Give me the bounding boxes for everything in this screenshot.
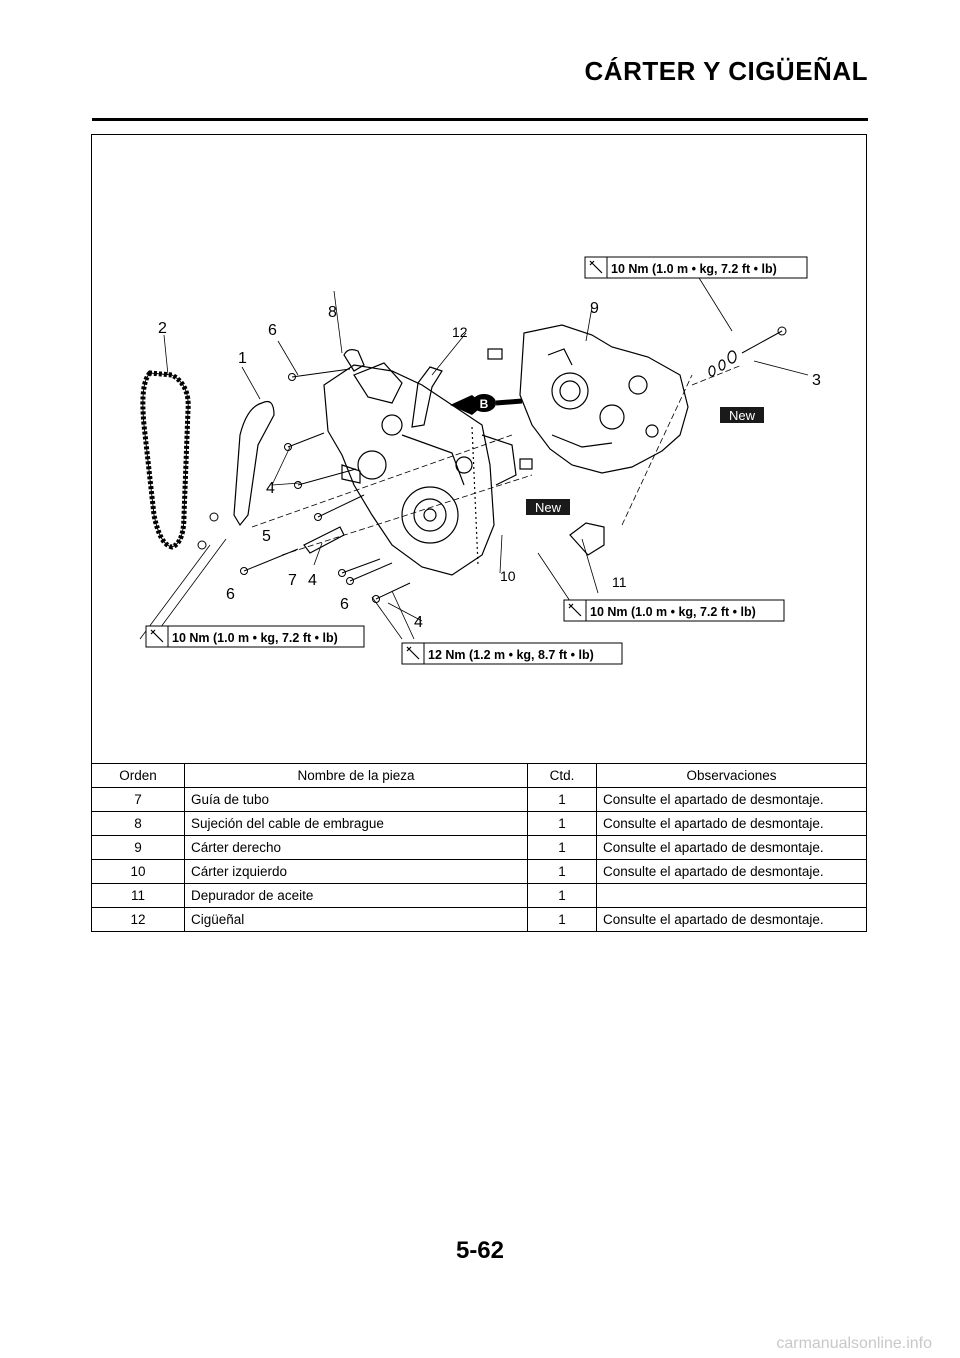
oil-strainer-drawing xyxy=(569,522,605,556)
cell-remarks: Consulte el apartado de desmontaje. xyxy=(596,835,866,860)
cell-order: 11 xyxy=(92,883,185,908)
table-row: 8 Sujeción del cable de embrague 1 Consu… xyxy=(92,811,866,836)
callout-10: 10 xyxy=(500,568,516,584)
callout-3: 3 xyxy=(812,372,821,389)
wrench-icon xyxy=(406,646,420,660)
cell-remarks xyxy=(596,883,866,908)
table-row: 7 Guía de tubo 1 Consulte el apartado de… xyxy=(92,787,866,812)
page-number: 5-62 xyxy=(455,1237,505,1264)
cell-order: 9 xyxy=(92,835,185,860)
callout-4b: 4 xyxy=(308,572,317,589)
cell-qty: 1 xyxy=(527,811,597,836)
lube-symbol: B xyxy=(450,394,523,415)
bolts xyxy=(197,326,787,603)
torque-label-bottom-center: 12 Nm (1.2 m • kg, 8.7 ft • lb) xyxy=(401,642,623,665)
cell-order: 8 xyxy=(92,811,185,836)
callout-8: 8 xyxy=(328,304,337,321)
column-header-remarks: Observaciones xyxy=(596,763,866,788)
wrench-icon xyxy=(568,603,582,617)
column-header-order: Orden xyxy=(92,763,185,788)
cell-remarks: Consulte el apartado de desmontaje. xyxy=(596,859,866,884)
table-row: 10 Cárter izquierdo 1 Consulte el aparta… xyxy=(92,859,866,884)
cell-part-name: Depurador de aceite xyxy=(184,883,528,908)
wrench-icon xyxy=(150,629,164,643)
callout-numbers: 1 2 3 4 4 4 5 6 6 6 7 8 9 10 11 12 xyxy=(158,300,821,631)
callout-6b: 6 xyxy=(226,586,235,603)
cell-qty: 1 xyxy=(527,907,597,931)
page-title: CÁRTER Y CIGÜEÑAL xyxy=(584,56,868,86)
callout-1: 1 xyxy=(238,350,247,367)
callout-6c: 6 xyxy=(340,596,349,613)
table-row: 9 Cárter derecho 1 Consulte el apartado … xyxy=(92,835,866,860)
callout-7: 7 xyxy=(288,572,297,589)
table-row: 12 Cigüeñal 1 Consulte el apartado de de… xyxy=(92,907,866,931)
callout-2: 2 xyxy=(158,320,167,337)
lube-symbol-label: B xyxy=(480,397,489,411)
svg-text:10 Nm (1.0 m • kg, 7.2 ft • lb: 10 Nm (1.0 m • kg, 7.2 ft • lb) xyxy=(590,605,756,619)
cell-part-name: Cigüeñal xyxy=(184,907,528,931)
cell-order: 7 xyxy=(92,787,185,812)
cell-qty: 1 xyxy=(527,859,597,884)
title-divider xyxy=(92,118,868,121)
cell-remarks: Consulte el apartado de desmontaje. xyxy=(596,811,866,836)
table-header-row: Orden Nombre de la pieza Ctd. Observacio… xyxy=(92,763,866,788)
callout-6a: 6 xyxy=(268,322,277,339)
exploded-crankcase-diagram: B New New 10 Nm (1.0 m • kg, 7.2 ft • lb… xyxy=(139,256,821,665)
new-badge-1: New xyxy=(720,407,764,423)
svg-text:10 Nm (1.0 m • kg, 7.2 ft • lb: 10 Nm (1.0 m • kg, 7.2 ft • lb) xyxy=(172,631,338,645)
cell-qty: 1 xyxy=(527,883,597,908)
watermark: carmanualsonline.info xyxy=(776,1335,932,1352)
cell-qty: 1 xyxy=(527,835,597,860)
column-header-part-name: Nombre de la pieza xyxy=(184,763,528,788)
svg-text:12 Nm (1.2 m • kg, 8.7 ft • lb: 12 Nm (1.2 m • kg, 8.7 ft • lb) xyxy=(428,648,594,662)
svg-text:New: New xyxy=(535,500,562,515)
svg-text:10 Nm (1.0 m • kg, 7.2 ft • lb: 10 Nm (1.0 m • kg, 7.2 ft • lb) xyxy=(611,262,777,276)
callout-12: 12 xyxy=(452,324,468,340)
cell-part-name: Sujeción del cable de embrague xyxy=(184,811,528,836)
dowel-pins xyxy=(487,348,737,470)
cell-order: 10 xyxy=(92,859,185,884)
callout-4c: 4 xyxy=(414,614,423,631)
callout-9: 9 xyxy=(590,300,599,317)
column-header-qty: Ctd. xyxy=(527,763,597,788)
cell-order: 12 xyxy=(92,907,185,931)
table-row: 11 Depurador de aceite 1 xyxy=(92,883,866,908)
pipe-guide-drawing xyxy=(303,526,345,554)
figure-frame: B New New 10 Nm (1.0 m • kg, 7.2 ft • lb… xyxy=(91,134,867,932)
clutch-cable-holder-drawing xyxy=(343,349,365,372)
left-crankcase-drawing xyxy=(323,362,517,576)
torque-label-bottom-left: 10 Nm (1.0 m • kg, 7.2 ft • lb) xyxy=(145,625,365,648)
new-badge-2: New xyxy=(526,499,570,515)
cell-qty: 1 xyxy=(527,787,597,812)
timing-chain-drawing xyxy=(140,370,191,550)
callout-5: 5 xyxy=(262,528,271,545)
cell-part-name: Cárter derecho xyxy=(184,835,528,860)
callout-11: 11 xyxy=(612,574,627,590)
svg-text:New: New xyxy=(729,408,756,423)
crankshaft-drawing xyxy=(411,366,443,428)
cell-remarks: Consulte el apartado de desmontaje. xyxy=(596,907,866,931)
cell-part-name: Guía de tubo xyxy=(184,787,528,812)
cell-part-name: Cárter izquierdo xyxy=(184,859,528,884)
callout-4a: 4 xyxy=(266,480,275,497)
chain-guide-drawing xyxy=(233,400,275,527)
right-crankcase-drawing xyxy=(519,324,689,474)
torque-label-bottom-right: 10 Nm (1.0 m • kg, 7.2 ft • lb) xyxy=(563,599,785,622)
wrench-icon xyxy=(589,260,603,274)
torque-label-top-right: 10 Nm (1.0 m • kg, 7.2 ft • lb) xyxy=(584,256,808,279)
cell-remarks: Consulte el apartado de desmontaje. xyxy=(596,787,866,812)
parts-table: Orden Nombre de la pieza Ctd. Observacio… xyxy=(92,763,866,931)
